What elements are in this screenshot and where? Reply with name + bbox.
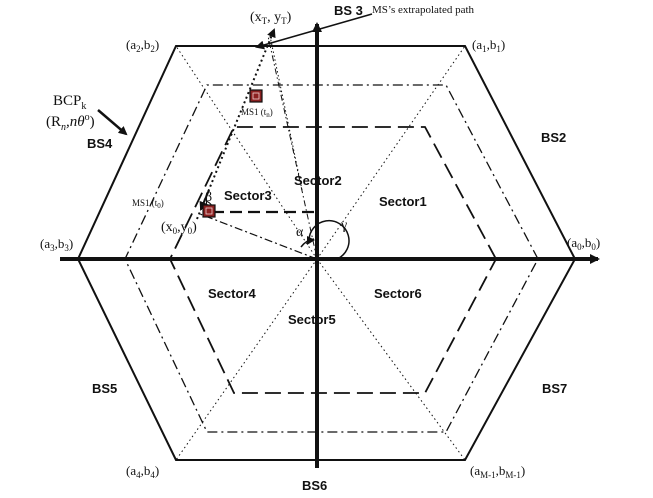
ms1-tn-icon — [249, 89, 263, 103]
sector2-label: Sector2 — [294, 173, 342, 188]
sector6-label: Sector6 — [374, 286, 422, 301]
sector1-label: Sector1 — [379, 194, 427, 209]
sector4-label: Sector4 — [208, 286, 256, 301]
origin-to-ms-line — [199, 213, 318, 260]
ms-path — [196, 28, 276, 220]
vertex-a2-label: (a2,b2) — [126, 37, 159, 54]
ms1-t0-label: MS1 (t0) — [132, 198, 164, 210]
bcp-pointer-arrow — [97, 109, 128, 136]
bs5-label: BS5 — [92, 381, 117, 396]
bs3-label: BS 3 — [334, 3, 363, 18]
sector5-label: Sector5 — [288, 312, 336, 327]
beta-label: β — [205, 190, 212, 205]
gamma-arrowhead — [307, 236, 315, 245]
gamma-label: γ — [340, 218, 347, 233]
gamma-arc — [308, 219, 350, 260]
bs6-label: BS6 — [302, 478, 327, 493]
alpha-arc — [300, 238, 315, 248]
path-pointer-line — [255, 13, 373, 50]
vertex-am1-label: (aM-1,bM-1) — [470, 463, 525, 480]
bcp-label: BCPk — [53, 93, 86, 112]
origin-point-label: (x0,y0) — [161, 220, 197, 236]
bcp-coords-label: (Rn,nθo) — [46, 112, 95, 133]
target-point-label: (xT, yT) — [250, 10, 292, 26]
alpha-label: α — [296, 225, 304, 240]
sector3-label: Sector3 — [224, 188, 272, 203]
target-line-dotted — [269, 35, 303, 191]
bs2-label: BS2 — [541, 130, 566, 145]
bs4-label: BS4 — [87, 136, 113, 151]
bs7-label: BS7 — [542, 381, 567, 396]
vertex-a4-label: (a4,b4) — [126, 463, 159, 480]
ms-path-lower-arrow — [199, 189, 210, 211]
sector-spokes — [175, 45, 466, 461]
origin-to-target-line — [267, 35, 318, 260]
ms1-t0-icon — [202, 204, 216, 218]
vertex-a3-label: (a3,b3) — [40, 236, 73, 253]
vertex-a1-label: (a1,b1) — [472, 37, 505, 54]
outer-hexagon — [76, 45, 577, 461]
extrapolated-path-label: MS’s extrapolated path — [372, 4, 475, 16]
vertex-a0-label: (a0,b0) — [567, 235, 600, 252]
ms1-tn-label: MS1 (tn) — [241, 107, 273, 119]
